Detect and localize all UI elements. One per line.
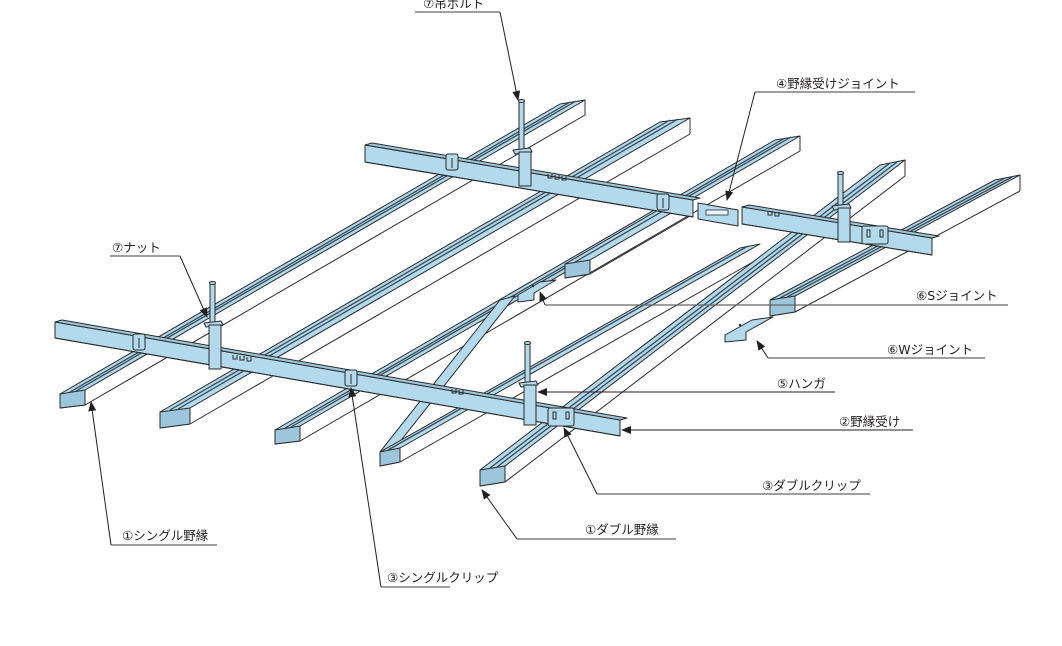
- label-hanger: ⑤ハンガ: [777, 376, 826, 391]
- single-clip-3: [445, 153, 459, 171]
- single-clip-2: [344, 369, 358, 387]
- single-clip-1: [132, 333, 146, 351]
- hangers: [203, 99, 852, 426]
- s-joint: [517, 279, 557, 303]
- runner-joint: [697, 202, 739, 227]
- label-double-clip: ③ダブルクリップ: [762, 478, 861, 493]
- leader-lines: [88, 11, 1008, 588]
- double-clip-2: [861, 225, 889, 245]
- hanger-2: [831, 171, 852, 243]
- label-single-furring: ①シングル野縁: [122, 528, 208, 543]
- double-furring-channel-2: [479, 159, 906, 487]
- single-furring-channel-3-upper: [564, 201, 691, 279]
- label-runner-joint: ④野縁受けジョイント: [776, 76, 900, 91]
- label-single-clip: ③シングルクリップ: [387, 570, 499, 585]
- label-nut: ⑦ナット: [112, 240, 161, 255]
- hanger-1: [512, 99, 533, 187]
- label-s-joint: ⑥Sジョイント: [916, 288, 998, 303]
- runner-front: [54, 319, 628, 437]
- runners: [54, 142, 940, 437]
- single-clip-4: [656, 193, 670, 211]
- label-runner: ②野縁受け: [839, 414, 900, 429]
- hanger-3: [203, 281, 224, 370]
- label-double-furring: ①ダブル野縁: [585, 522, 659, 537]
- clips: [132, 153, 889, 427]
- label-w-joint: ⑥Wジョイント: [887, 342, 973, 357]
- double-furring-channel-3: [769, 174, 1021, 317]
- label-hanging-bolt: ⑦吊ボルト: [423, 0, 484, 11]
- labels: ⑦吊ボルト ④野縁受けジョイント ⑦ナット ⑥Sジョイント ⑥Wジョイント ⑤ハ…: [112, 0, 998, 585]
- w-joint: [724, 316, 774, 343]
- single-furring-channel-3-lower: [379, 243, 761, 467]
- double-clip-1: [547, 407, 575, 427]
- hanger-4: [518, 341, 539, 426]
